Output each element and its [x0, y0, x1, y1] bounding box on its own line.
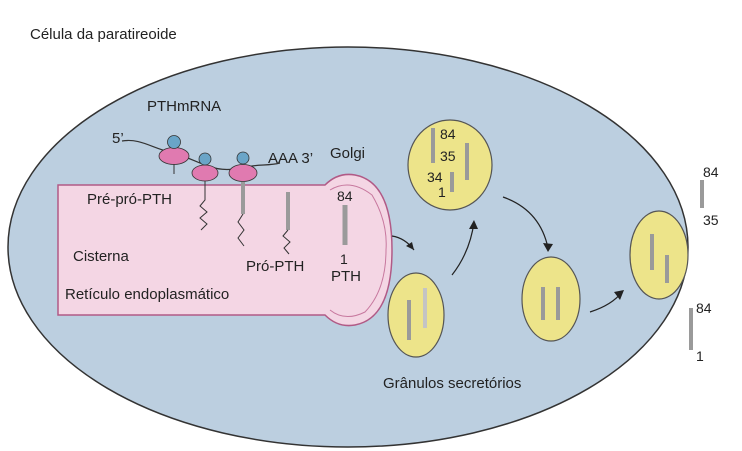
secretory-granule [521, 256, 581, 342]
granule-35-label: 35 [440, 148, 456, 164]
arrow-top-to-granule [502, 196, 549, 249]
outside-84-top-label: 84 [703, 164, 719, 180]
outside-84-bottom-label: 84 [696, 300, 712, 316]
golgi-label: Golgi [330, 145, 365, 162]
granule-34-label: 34 [427, 169, 443, 185]
granule-1-label: 1 [438, 184, 446, 200]
ribosome [158, 135, 190, 174]
cisterna-label: Cisterna [73, 248, 130, 265]
pth-label: PTH [331, 268, 361, 285]
secretory-granule [387, 272, 445, 358]
ribosome [228, 151, 258, 182]
endoplasmic-reticulum [57, 173, 393, 327]
pth-1-label: 1 [340, 251, 348, 267]
granules-label: Grânulos secretórios [383, 375, 521, 392]
granule-84-label: 84 [440, 126, 456, 142]
pre-pro-pth-label: Pré-pró-PTH [87, 191, 172, 208]
poly-a-label: AAA 3’ [268, 150, 313, 167]
outside-1-label: 1 [696, 348, 704, 364]
mrna-label: PTHmRNA [147, 98, 221, 115]
nascent-peptide [199, 181, 208, 231]
arrowheads [406, 220, 624, 300]
secretory-granule-top [407, 119, 493, 211]
pro-pth-label: Pró-PTH [246, 258, 304, 275]
fusing-granule [629, 210, 689, 300]
er-label: Retículo endoplasmático [65, 286, 229, 303]
pro-sequence [282, 229, 291, 255]
outside-35-label: 35 [703, 212, 719, 228]
diagram-title: Célula da paratireoide [30, 26, 177, 43]
pth-84-label: 84 [337, 188, 353, 204]
five-prime-label: 5’ [112, 130, 124, 147]
er-inner-membrane [329, 184, 387, 317]
